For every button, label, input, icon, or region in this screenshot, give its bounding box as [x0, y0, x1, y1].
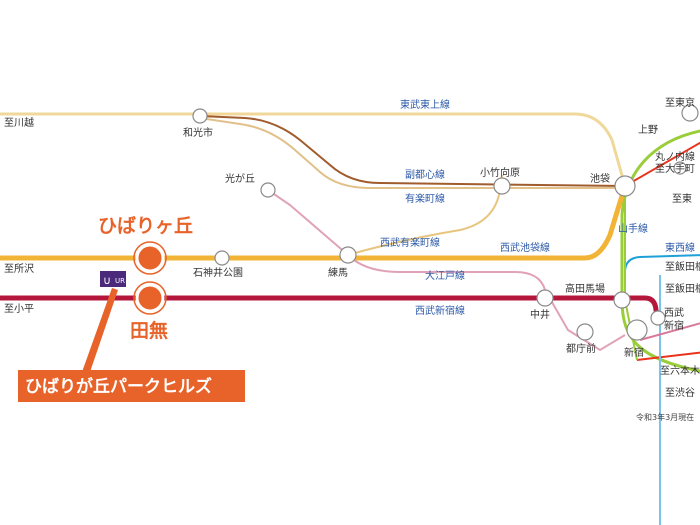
station-tanashi[interactable]: [135, 283, 165, 313]
dest-kawagoe: 至川越: [4, 116, 34, 129]
dest-iidabashi-2: 至飯田橋: [665, 282, 700, 295]
line-label-tobu-tojo: 東武東上線: [400, 98, 450, 111]
dest-roppongi: 至六本木: [660, 364, 700, 377]
label-nakai: 中井: [530, 308, 550, 321]
dest-marunouchi-1: 丸ノ内線: [655, 150, 695, 163]
label-tochomae: 都庁前: [566, 342, 596, 355]
oedo-right-line: [639, 322, 700, 341]
station-hikarigaoka[interactable]: [260, 182, 276, 198]
line-label-seibu-shinjuku: 西武新宿線: [415, 304, 465, 317]
line-label-yamanote: 山手線: [618, 222, 648, 235]
dest-iidabashi-1: 至飯田橋: [665, 260, 700, 273]
station-kotakemukaihara[interactable]: [493, 177, 511, 195]
line-label-tozai: 東西線: [665, 241, 695, 254]
station-tochomae[interactable]: [576, 323, 594, 341]
marunouchi-line: [624, 141, 700, 187]
label-shinjuku: 新宿: [624, 346, 644, 359]
station-right-1[interactable]: [673, 161, 687, 175]
station-hibarigaoka[interactable]: [135, 243, 165, 273]
station-nakai[interactable]: [536, 289, 554, 307]
line-label-fukutoshin: 副都心線: [405, 168, 445, 181]
station-takadanobaba[interactable]: [613, 291, 631, 309]
station-tanashi-ring: [133, 281, 167, 315]
dest-tokyo: 至東京: [665, 96, 695, 109]
ur-logo-mark: ∪: [103, 274, 111, 287]
label-ueno: 上野: [638, 124, 658, 136]
dest-kodaira: 至小平: [4, 303, 34, 315]
station-wakoshi[interactable]: [192, 108, 208, 124]
label-wakoshi: 和光市: [183, 126, 213, 139]
seibu-yurakucho-line: [347, 174, 503, 256]
fukutoshin-line: [199, 115, 626, 187]
label-seibu-shinjuku-1: 西武: [664, 306, 684, 319]
station-ikebukuro[interactable]: [614, 175, 636, 197]
label-nerima: 練馬: [328, 266, 348, 279]
callout-pointer: [82, 288, 118, 372]
yurakucho-line: [199, 117, 625, 189]
label-seibu-shinjuku-2: 新宿: [664, 319, 684, 332]
label-takadanobaba: 高田馬場: [565, 282, 605, 295]
station-hibarigaoka-ring: [133, 241, 167, 275]
line-label-oedo: 大江戸線: [425, 269, 465, 282]
dest-shibuya: 至渋谷: [665, 386, 695, 399]
station-ueno[interactable]: [681, 104, 699, 122]
callout-box: [18, 370, 245, 402]
label-shakujii: 石神井公園: [193, 266, 243, 279]
dest-toyosu: 至東: [672, 192, 692, 205]
ur-logo-text: UR: [115, 277, 125, 285]
seibu-shinjuku-line: [0, 295, 661, 319]
label-kotakemukaihara: 小竹向原: [480, 166, 520, 179]
label-hibarigaoka: ひばりヶ丘: [98, 215, 193, 237]
oedo-line: [267, 189, 626, 352]
date-note: 令和3年3月現在: [636, 412, 694, 422]
station-nerima[interactable]: [339, 246, 357, 264]
line-label-seibu-ikebukuro: 西武池袋線: [500, 241, 550, 254]
line-label-seibu-yurakucho: 西武有楽町線: [380, 236, 440, 249]
line-label-yurakucho: 有楽町線: [405, 192, 445, 205]
dest-tokorozawa: 至所沢: [4, 262, 34, 275]
seibu-ikebukuro-line: [0, 185, 628, 261]
dest-marunouchi-2: 至大手町: [655, 162, 695, 175]
label-tanashi: 田無: [130, 319, 168, 342]
label-ikebukuro: 池袋: [590, 172, 610, 185]
ur-logo: [100, 271, 126, 287]
callout-text: ひばりが丘パークヒルズ: [25, 376, 212, 397]
station-shakujii[interactable]: [214, 250, 230, 266]
station-seibu-shinjuku[interactable]: [650, 310, 666, 326]
station-shinjuku[interactable]: [626, 319, 648, 341]
label-hikarigaoka: 光が丘: [225, 172, 255, 185]
marunouchi-line-2: [636, 351, 700, 361]
tobu-tojo-line: [0, 112, 627, 187]
